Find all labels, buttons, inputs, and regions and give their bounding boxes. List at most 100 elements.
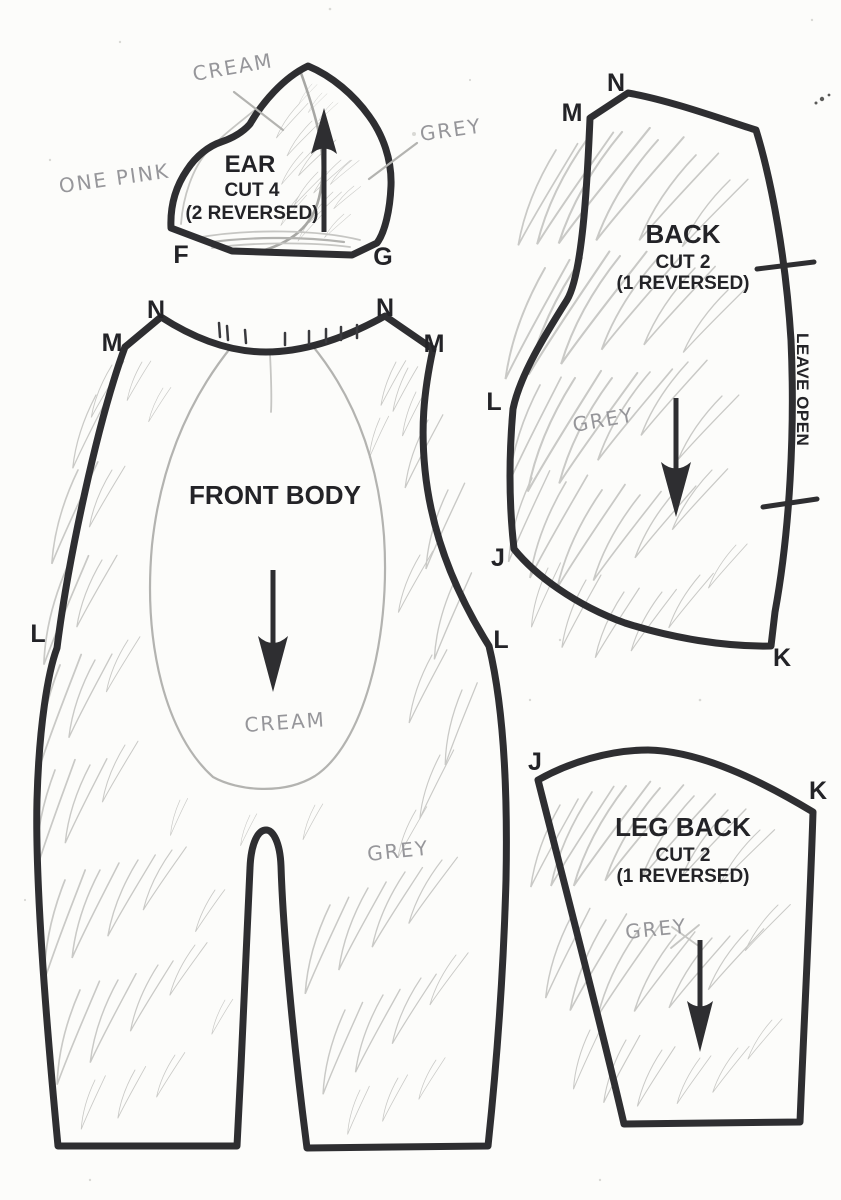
corner-label-k: K xyxy=(773,644,791,672)
pencil-stroke xyxy=(155,1047,186,1102)
leg-back-grainline-arrow xyxy=(687,940,713,1052)
corner-label-f: F xyxy=(173,241,188,269)
paper-speck xyxy=(558,638,562,642)
arrow-down-icon xyxy=(258,636,288,692)
pencil-stroke xyxy=(105,631,141,698)
pencil-stroke xyxy=(381,1071,408,1125)
cream-leader-line xyxy=(232,90,285,132)
ear-outline xyxy=(167,62,395,259)
back-leave-open-note: LEAVE OPEN xyxy=(793,333,812,446)
pencil-stroke xyxy=(443,679,478,769)
ink-speck xyxy=(814,101,818,105)
front-body-note-grey: GREY xyxy=(366,836,430,866)
back-piece: BACK CUT 2 (1 REVERSED) LEAVE OPEN M N L… xyxy=(486,69,820,672)
arrow-down-icon xyxy=(687,1001,713,1052)
pencil-stroke xyxy=(407,644,448,729)
corner-label-n-right: N xyxy=(376,294,394,322)
pencil-stroke xyxy=(676,383,740,471)
front-body-title: FRONT BODY xyxy=(189,480,361,510)
pencil-stroke xyxy=(169,795,189,838)
corner-label-j: J xyxy=(528,748,542,776)
front-body-pencil-shading xyxy=(33,356,478,1138)
corner-label-g: G xyxy=(373,243,392,271)
ear-pencil-bottom-3 xyxy=(195,230,361,241)
ear-note-cream: CREAM xyxy=(191,48,275,86)
paper-speck xyxy=(328,7,332,11)
pencil-stroke xyxy=(379,356,407,410)
corner-label-n: N xyxy=(607,69,625,97)
pencil-stroke xyxy=(275,97,309,144)
paper-speck xyxy=(88,1178,92,1182)
pencil-stroke xyxy=(633,474,697,569)
pencil-stroke xyxy=(629,581,677,659)
pencil-stroke xyxy=(332,180,361,215)
paper-speck xyxy=(698,698,702,702)
grey-leader-line xyxy=(367,141,419,181)
pencil-stroke xyxy=(636,1040,676,1113)
paper-speck xyxy=(118,40,122,44)
seam-tick-upper xyxy=(754,259,817,272)
leg-back-note-grey: GREY xyxy=(624,914,688,944)
back-title: BACK xyxy=(645,219,720,249)
paper-speck xyxy=(48,158,52,162)
pencil-stroke xyxy=(711,1039,750,1099)
paper-speck xyxy=(23,898,27,902)
pencil-stroke xyxy=(63,753,108,849)
leg-back-reverse-note: (1 REVERSED) xyxy=(616,866,749,887)
pencil-stroke xyxy=(210,995,234,1038)
pencil-stroke xyxy=(194,884,226,937)
paper-speck xyxy=(810,18,814,22)
leg-back-pencil-cross xyxy=(670,924,701,949)
pencil-stroke xyxy=(125,357,152,405)
leg-back-outline xyxy=(534,746,817,1128)
notch xyxy=(243,328,248,345)
paper-speck xyxy=(528,698,532,702)
pencil-stroke xyxy=(301,800,324,843)
pencil-stroke xyxy=(141,839,187,918)
pencil-stroke xyxy=(321,997,364,1099)
pencil-stroke xyxy=(667,565,714,636)
pencil-stroke xyxy=(88,967,137,1069)
front-body-neckline-notches xyxy=(217,321,359,347)
ear-reverse-note: (2 REVERSED) xyxy=(185,203,318,224)
back-grainline-arrow xyxy=(661,398,691,517)
pencil-stroke xyxy=(67,647,113,744)
corner-label-m: M xyxy=(562,99,583,127)
corner-label-l-right: L xyxy=(493,626,508,654)
pencil-stroke xyxy=(554,473,626,599)
front-body-piece: FRONT BODY N N M M L L CREAM GREY xyxy=(30,294,510,1152)
leg-back-title: LEG BACK xyxy=(615,812,751,842)
pencil-stroke xyxy=(417,1053,446,1104)
pencil-stroke xyxy=(428,946,469,1012)
ear-cut-count: CUT 4 xyxy=(225,180,280,201)
pencil-stroke xyxy=(706,918,765,1000)
front-body-note-cream: CREAM xyxy=(244,707,327,737)
seam-tick-lower xyxy=(760,496,820,510)
pencil-stroke xyxy=(516,134,579,255)
corner-label-m-right: M xyxy=(424,330,445,358)
back-note-grey: GREY xyxy=(571,402,636,436)
ear-note-one-pink: ONE PINK xyxy=(57,159,171,198)
ear-piece: EAR CUT 4 (2 REVERSED) F G CREAM GREY ON… xyxy=(57,48,483,271)
pencil-stroke xyxy=(101,735,139,808)
corner-label-l-left: L xyxy=(30,620,45,648)
pencil-stroke xyxy=(128,954,174,1038)
front-body-grainline-arrow xyxy=(258,570,288,692)
pencil-stroke xyxy=(744,895,791,960)
back-pencil-shading xyxy=(502,111,749,665)
pencil-stroke xyxy=(54,976,101,1090)
pencil-stroke xyxy=(556,111,651,260)
corner-label-j: J xyxy=(491,544,505,572)
pencil-stroke xyxy=(116,1062,147,1123)
pencil-stroke xyxy=(75,549,118,634)
ear-title: EAR xyxy=(225,151,276,178)
corner-label-m-left: M xyxy=(102,329,123,357)
pencil-stroke xyxy=(80,1072,106,1133)
pencil-stroke xyxy=(390,966,437,1051)
ink-speck xyxy=(819,96,825,102)
pencil-stroke xyxy=(336,875,387,977)
scan-specks xyxy=(23,7,831,1182)
notch xyxy=(225,324,230,342)
corner-label-k: K xyxy=(809,777,827,805)
